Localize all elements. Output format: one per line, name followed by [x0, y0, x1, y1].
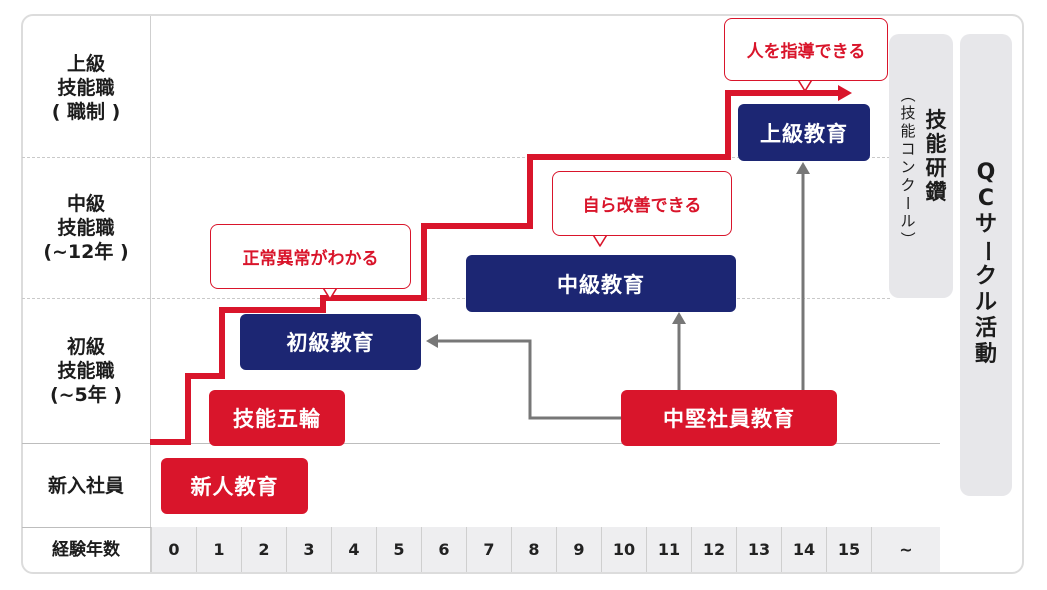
skill-study-sub-char: ク — [900, 176, 916, 194]
program-mid-career: 中堅社員教育 — [621, 390, 837, 446]
skill-study-sub-char: ン — [900, 158, 916, 176]
row-label-newcomer: 新入社員 — [47, 474, 124, 497]
year-tick-1: 1 — [196, 527, 241, 572]
arrow-midcareer-to-basic — [436, 339, 625, 420]
skill-study-panel — [889, 34, 953, 298]
skill-study-sub-char: コ — [900, 140, 916, 158]
qc-char: 活 — [974, 316, 997, 341]
qc-char: ー — [973, 239, 999, 263]
qc-char: 動 — [974, 342, 997, 367]
skill-study-sub-char: ー — [898, 195, 917, 211]
bubble-middle: 自ら改善できる — [552, 171, 732, 236]
skill-study-sub-char: ル — [900, 212, 916, 230]
axis-title: 経験年数 — [52, 540, 120, 560]
skill-study-char: 技 — [925, 108, 947, 132]
year-tick-14: 14 — [781, 527, 826, 572]
year-tick-0: 0 — [151, 527, 196, 572]
program-basic: 初級教育 — [240, 314, 421, 370]
skill-study-char: 研 — [925, 156, 947, 180]
year-tick-2: 2 — [241, 527, 286, 572]
bubble-tail-cover-senior — [798, 76, 812, 80]
career-path-line — [150, 90, 845, 445]
skill-study-sub-char: 技 — [900, 104, 916, 122]
skill-contest-label: （技能コンクール） — [895, 86, 921, 248]
program-intermediate: 中級教育 — [466, 255, 736, 312]
skill-study-char: 能 — [925, 132, 947, 156]
label-column-divider — [150, 16, 151, 572]
year-tick-6: 6 — [421, 527, 466, 572]
qc-char: C — [977, 186, 995, 211]
program-new-hire: 新人教育 — [161, 458, 308, 514]
year-tick-10: 10 — [601, 527, 646, 572]
qc-char: サ — [974, 212, 997, 237]
row-label-middle: 中級 技能職 (~12年 ) — [43, 193, 129, 263]
year-tick-12: 12 — [691, 527, 736, 572]
bubble-senior: 人を指導できる — [724, 18, 888, 81]
year-tick-7: 7 — [466, 527, 511, 572]
year-tick-4: 4 — [331, 527, 376, 572]
row-label-junior: 初級 技能職 (~5年 ) — [49, 336, 123, 406]
arrow-midcareer-to-basic-head — [426, 334, 438, 348]
year-tick-5: 5 — [376, 527, 421, 572]
year-tick-11: 11 — [646, 527, 691, 572]
year-tick-8: 8 — [511, 527, 556, 572]
bubble-junior: 正常異常がわかる — [210, 224, 411, 289]
year-tick-15: 15 — [826, 527, 871, 572]
grid-line-middle — [22, 298, 890, 299]
grid-line-junior — [22, 443, 940, 444]
row-label-senior: 上級 技能職 ( 職制 ) — [51, 52, 121, 123]
qc-circle-panel — [960, 34, 1012, 496]
arrow-midcareer-to-intermediate-head — [672, 312, 686, 324]
year-tick-3: 3 — [286, 527, 331, 572]
skill-study-sub-char: 能 — [900, 122, 916, 140]
skill-study-char: 鑽 — [925, 180, 947, 204]
qc-char: Q — [976, 160, 996, 185]
program-skills-olympics: 技能五輪 — [209, 390, 345, 446]
program-advanced: 上級教育 — [738, 104, 870, 161]
grid-line-senior — [22, 157, 890, 158]
skill-study-sub-char: （ — [898, 87, 917, 103]
year-tick-9: 9 — [556, 527, 601, 572]
year-tick-13: 13 — [736, 527, 781, 572]
career-path-arrowhead — [838, 85, 852, 101]
bubble-tail-cover-middle — [593, 231, 607, 235]
skill-study-label: 技能研鑽 — [921, 108, 951, 204]
year-tick-16: ~ — [871, 527, 940, 572]
skill-study-sub-char: ） — [898, 231, 917, 247]
qc-char: ル — [974, 290, 997, 315]
qc-char: ク — [974, 264, 997, 289]
arrow-midcareer-to-advanced-head — [796, 162, 810, 174]
bubble-tail-cover-junior — [323, 284, 337, 288]
